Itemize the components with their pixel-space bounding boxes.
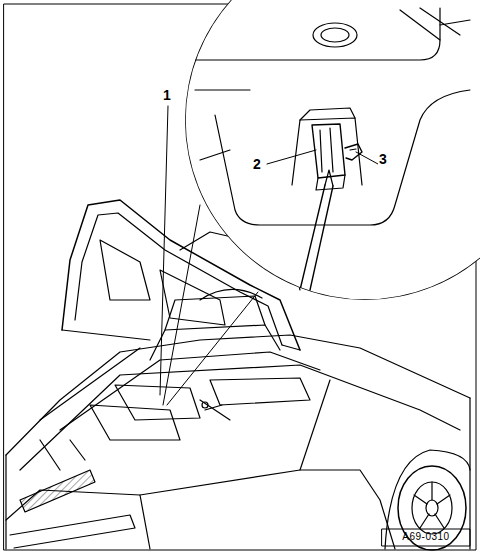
figure-code: A69-0310 bbox=[401, 532, 450, 542]
car-body bbox=[6, 289, 470, 550]
figure-code-box bbox=[382, 529, 470, 546]
callout-number: 1 bbox=[162, 88, 172, 102]
leader-lines bbox=[160, 106, 378, 395]
callout-number: 2 bbox=[252, 157, 262, 171]
detail-inset bbox=[185, 0, 480, 300]
callout-number: 3 bbox=[378, 152, 388, 166]
